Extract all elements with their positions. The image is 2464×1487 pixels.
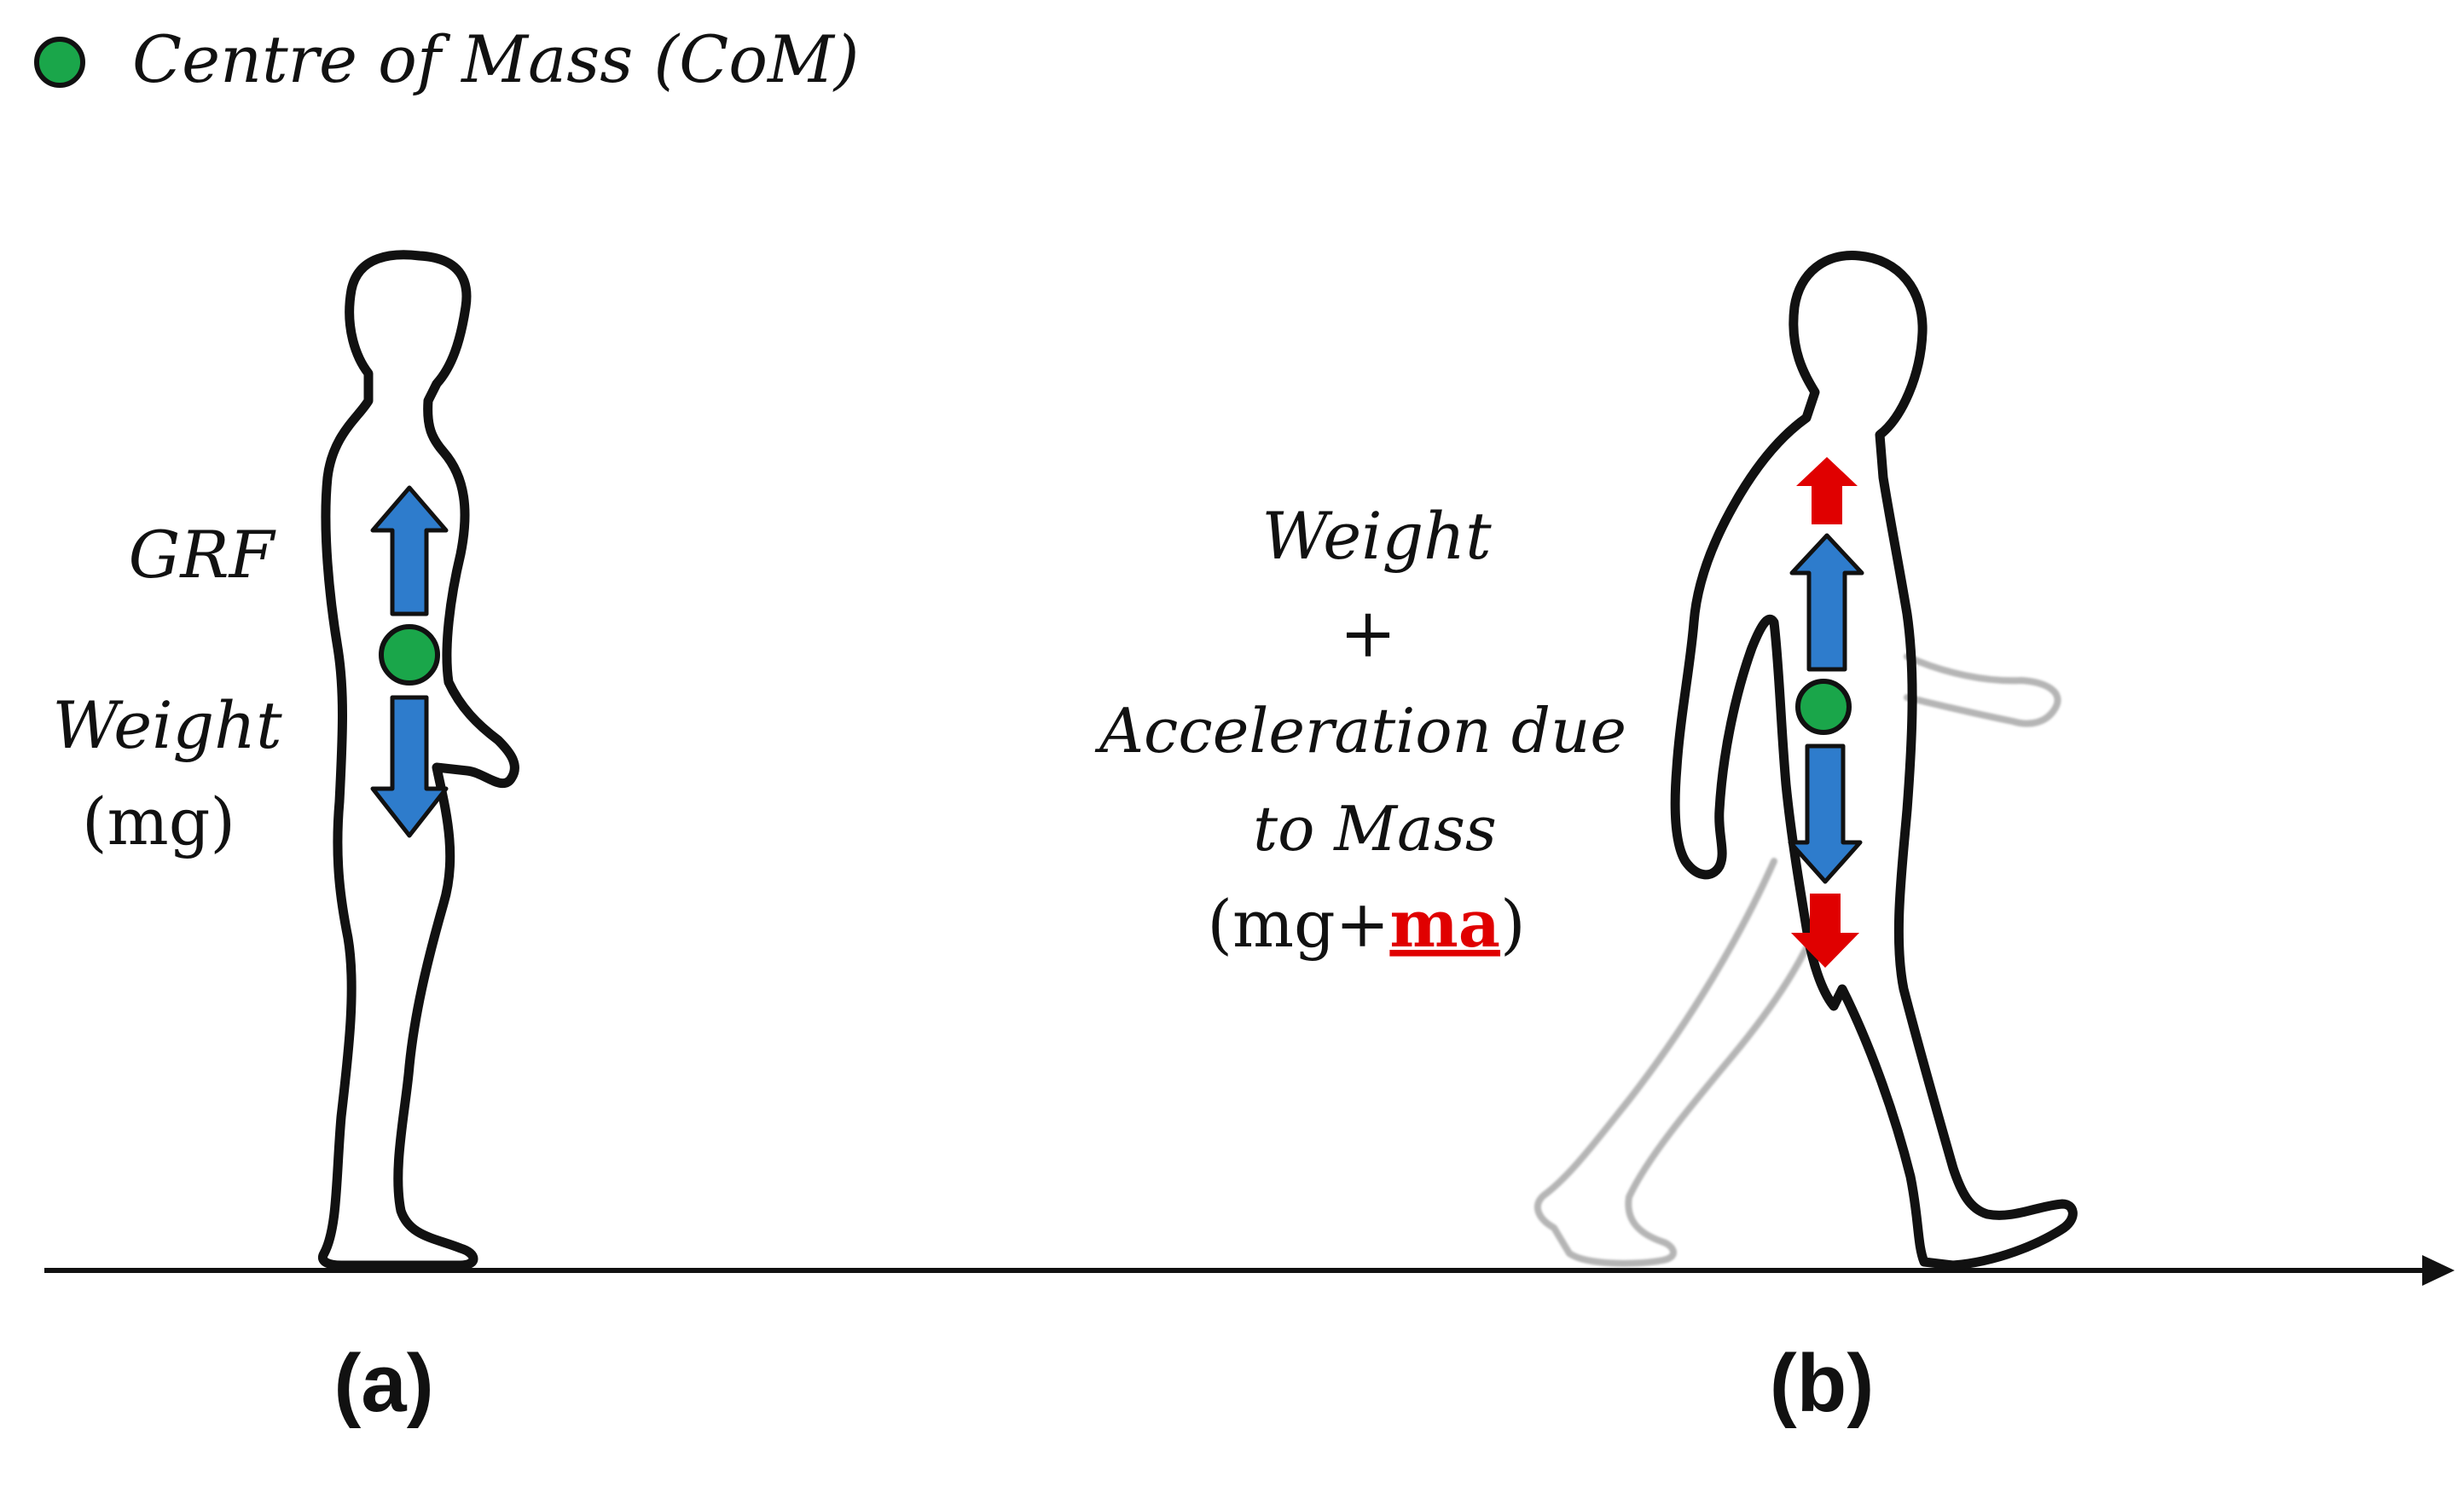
formula-b: (mg+ma) [1207, 886, 1525, 962]
com-marker-b [1795, 679, 1852, 735]
grf-up-arrow [370, 485, 449, 616]
plus-sign: + [1339, 593, 1396, 673]
force-down-arrow [1788, 744, 1863, 884]
formula-b-open: (mg+ [1207, 886, 1389, 962]
formula-b-highlight: ma [1389, 886, 1500, 962]
acceleration-label-line1: Acceleration due [1094, 695, 1626, 767]
caption-b: (b) [1770, 1338, 1875, 1429]
ground-arrowhead [2422, 1255, 2455, 1286]
grf-label: GRF [129, 517, 276, 593]
caption-a: (a) [333, 1338, 433, 1429]
legend-com-marker [34, 37, 85, 88]
weight-label-b: Weight [1261, 498, 1492, 574]
standing-person-silhouette [318, 250, 519, 1270]
acceleration-label-line2: to Mass [1253, 793, 1497, 865]
com-marker-a [379, 624, 440, 686]
weight-down-arrow [370, 695, 449, 838]
acceleration-down-arrow [1791, 894, 1859, 968]
acceleration-up-arrow [1796, 457, 1858, 524]
force-up-arrow [1789, 533, 1864, 672]
walking-person-silhouette [1670, 251, 2078, 1270]
formula-b-close: ) [1500, 886, 1526, 962]
weight-label-a: Weight [52, 687, 282, 763]
walking-person-shadow-limbs [1533, 653, 2061, 1267]
legend-label: Centre of Mass (CoM) [132, 21, 859, 97]
formula-a: (mg) [82, 784, 235, 859]
